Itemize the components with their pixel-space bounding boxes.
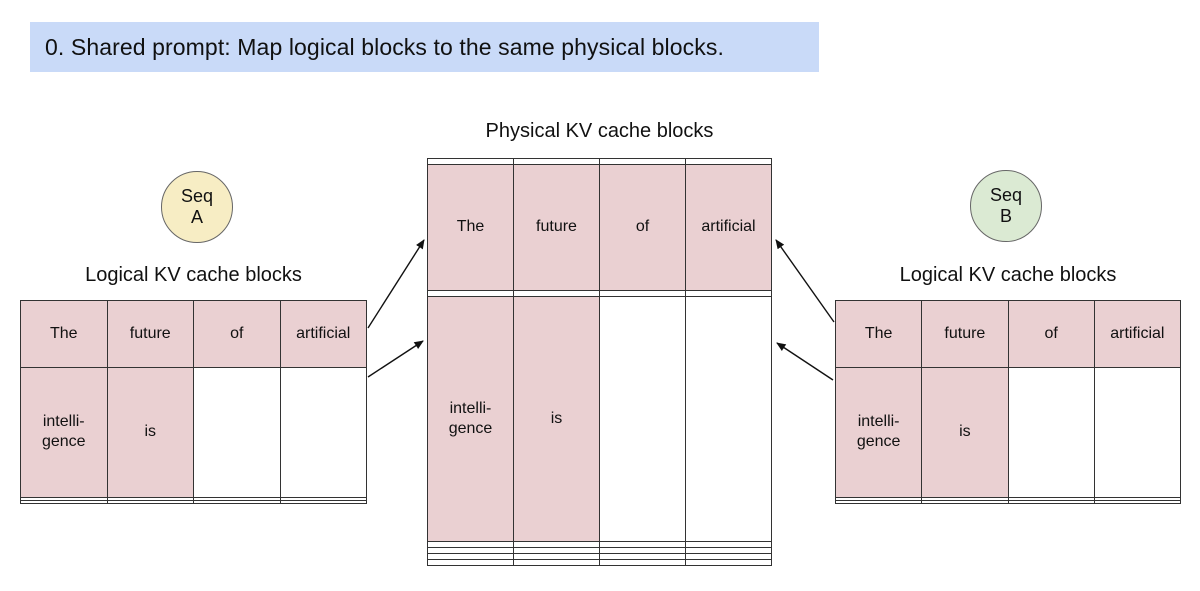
kv-cell-filled: artificial xyxy=(279,300,367,368)
kv-cell-empty xyxy=(193,366,281,498)
logical-a-table-title: Logical KV cache blocks xyxy=(85,264,302,286)
seq-b-badge-line1: Seq xyxy=(989,185,1023,206)
kv-cell-filled: of xyxy=(193,300,281,368)
kv-cell-filled: The xyxy=(834,300,923,368)
kv-cell-empty xyxy=(599,295,686,543)
kv-cell-filled: future xyxy=(106,300,194,368)
kv-cell-empty xyxy=(279,366,367,498)
kv-cell-empty xyxy=(1007,366,1095,498)
kv-cell-empty xyxy=(685,295,772,543)
kv-cell-empty xyxy=(427,559,514,566)
kv-cell-empty xyxy=(1007,499,1095,505)
table-row xyxy=(20,496,367,501)
physical-table-title: Physical KV cache blocks xyxy=(485,120,714,142)
kv-cell-filled: intelli- gence xyxy=(834,366,923,498)
kv-cell-empty xyxy=(834,499,923,505)
title-banner: 0. Shared prompt: Map logical blocks to … xyxy=(30,22,819,72)
arrow-seq-b-block0 xyxy=(775,239,835,323)
kv-cell-empty xyxy=(513,559,600,566)
seq-a-badge: Seq A xyxy=(161,171,233,243)
kv-cell-filled: The xyxy=(20,300,108,368)
seq-b-badge-line2: B xyxy=(999,206,1012,226)
kv-cell-empty xyxy=(193,499,281,505)
arrow-seq-b-block1 xyxy=(776,342,834,381)
kv-cell-empty xyxy=(106,496,194,501)
table-row xyxy=(834,499,1182,505)
table-row xyxy=(427,541,772,549)
kv-cell-filled: future xyxy=(921,300,1009,368)
kv-cell-filled: is xyxy=(921,366,1009,498)
table-row xyxy=(427,547,772,555)
kv-cell-filled: intelli- gence xyxy=(20,366,108,498)
kv-cell-empty xyxy=(1093,496,1182,501)
kv-cell-filled: artificial xyxy=(1093,300,1182,368)
kv-cell-filled: of xyxy=(599,163,686,291)
kv-cell-empty xyxy=(921,499,1009,505)
kv-cell-filled: intelli- gence xyxy=(427,295,514,543)
seq-a-badge-line2: A xyxy=(190,207,203,227)
kv-cell-filled: of xyxy=(1007,300,1095,368)
kv-cell-filled: artificial xyxy=(685,163,772,291)
kv-cell-filled: The xyxy=(427,163,514,291)
table-row xyxy=(20,499,367,505)
table-row xyxy=(427,559,772,566)
kv-cell-filled: is xyxy=(106,366,194,498)
kv-cell-empty xyxy=(685,559,772,566)
logical-b-table-title: Logical KV cache blocks xyxy=(899,264,1117,286)
seq-b-badge: Seq B xyxy=(970,170,1042,242)
kv-cell-empty xyxy=(279,496,367,501)
kv-cell-filled: is xyxy=(513,295,600,543)
kv-cell-empty xyxy=(1093,499,1182,505)
kv-cell-empty xyxy=(279,499,367,505)
seq-a-badge-line1: Seq xyxy=(180,186,214,207)
kv-cell-empty xyxy=(599,559,686,566)
title-banner-text: 0. Shared prompt: Map logical blocks to … xyxy=(45,33,724,60)
kv-cell-filled: future xyxy=(513,163,600,291)
kv-cell-empty xyxy=(685,541,772,549)
arrow-seq-a-block0 xyxy=(367,239,425,329)
arrow-seq-a-block1 xyxy=(367,340,424,378)
kv-cell-empty xyxy=(20,499,108,505)
kv-cell-empty xyxy=(106,499,194,505)
kv-cell-empty xyxy=(1093,366,1182,498)
kv-cell-empty xyxy=(685,547,772,555)
table-row xyxy=(834,496,1182,501)
